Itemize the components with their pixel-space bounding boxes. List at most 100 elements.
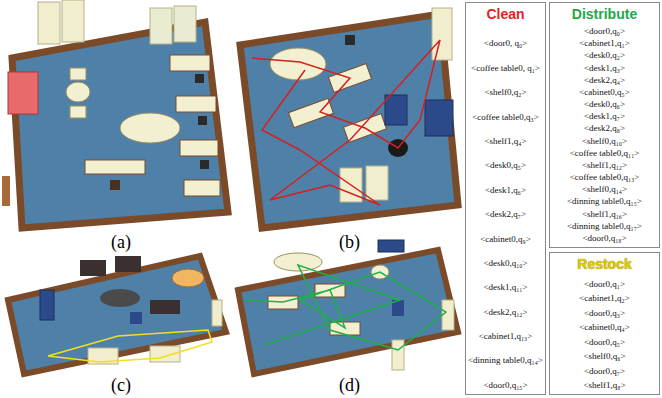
round-table — [66, 82, 90, 102]
round-table — [172, 269, 204, 287]
desk — [289, 98, 334, 127]
room-b — [240, 8, 458, 228]
task-list-box: Restock <door0,q₁> <cabinet1,q₂> <door0,q₃>… — [549, 252, 660, 395]
panel-label: (c) — [111, 375, 131, 395]
desk — [115, 256, 141, 272]
task-step: <shelf0,q₁₀> — [582, 136, 627, 146]
task-step: <desk1,q₇> — [584, 111, 625, 121]
panel-label: (a) — [111, 232, 131, 252]
room-a — [2, 0, 228, 228]
shelf — [174, 6, 196, 42]
task-list-box: Distribute <door0,q₀> <cabinet1,q₁> <desk0,… — [549, 2, 660, 248]
desk — [85, 160, 145, 174]
trajectory — [252, 40, 440, 205]
sofa — [378, 240, 404, 252]
task-step: <door0,q₁₈> — [582, 233, 626, 243]
chair — [198, 116, 207, 125]
desk — [180, 140, 218, 156]
task-step: <shelf1,q₁₂> — [582, 160, 627, 170]
task-step: <desk0,q₂> — [584, 50, 625, 60]
oval-table — [120, 113, 180, 143]
task-step: <desk1,q₆> — [485, 185, 526, 195]
panel-label: (b) — [339, 232, 360, 252]
task-step: <coffee table0,q₃> — [472, 112, 539, 122]
chair — [200, 160, 209, 169]
sofa — [385, 95, 407, 125]
oval-table — [270, 48, 326, 80]
task-heading: Distribute — [572, 6, 637, 22]
room-c — [8, 256, 226, 374]
armchair — [70, 106, 86, 118]
task-step: <desk0,q₁₀> — [483, 258, 527, 268]
task-step: <cabinet1,q₂> — [579, 293, 630, 303]
trajectory — [244, 265, 446, 350]
shelf — [62, 0, 84, 42]
desk — [184, 180, 220, 196]
shelf — [38, 2, 60, 44]
task-step: <desk0,q₆> — [584, 99, 625, 109]
task-step: <desk2,q₄> — [584, 75, 625, 85]
shelf — [432, 8, 452, 60]
task-step: <door0,q₅> — [584, 337, 625, 347]
task-step: <cabinet1,q₁₃> — [479, 331, 533, 341]
chair — [345, 35, 355, 45]
trajectory — [48, 330, 212, 362]
task-step: <cabinet1,q₁> — [579, 38, 630, 48]
chair — [110, 180, 120, 190]
task-step: <shelf1,q₁₆> — [582, 209, 627, 219]
task-step: <coffee table0, q₁> — [471, 63, 540, 73]
door — [2, 176, 10, 206]
sofa — [425, 100, 453, 136]
desk — [176, 96, 216, 112]
task-list-box: Clean <door0, q₀> <coffee table0, q₁> <shel… — [465, 2, 546, 395]
shelf — [442, 300, 454, 330]
oval-table — [274, 253, 322, 271]
task-heading: Clean — [486, 6, 524, 22]
task-step: <door0,q₁> — [584, 279, 625, 289]
room-d — [238, 240, 458, 374]
task-heading: Restock — [577, 256, 631, 272]
armchair — [70, 68, 86, 80]
floor — [238, 250, 458, 374]
task-step: <shelf1,q₄> — [484, 136, 526, 146]
shelf — [212, 300, 222, 326]
task-step: <door0,q₇> — [584, 366, 625, 376]
task-step: <desk2,q₈> — [584, 123, 625, 133]
task-step: <dinning table0,q₁₄> — [468, 355, 543, 365]
task-step: <shelf0,q₆> — [583, 351, 625, 361]
task-step: <door0,q₁₅> — [483, 380, 527, 390]
task-step: <door0,q₀> — [584, 26, 625, 36]
chair — [195, 74, 204, 83]
shelf — [150, 8, 172, 44]
sofa — [8, 72, 38, 114]
task-step: <shelf0,q₁₄> — [582, 184, 627, 194]
shelf — [392, 340, 404, 370]
task-step: <door0, q₀> — [484, 38, 527, 48]
sofa — [40, 290, 54, 320]
floor — [8, 256, 226, 374]
task-step: <desk2,q₇> — [485, 209, 526, 219]
task-step: <coffee table0,q₁₃> — [570, 172, 640, 182]
task-step: <cabinet0,q₄> — [579, 322, 630, 332]
task-step: <dinning table0,q₁₇> — [567, 221, 642, 231]
task-step: <shelf0,q₂> — [484, 87, 526, 97]
desk — [170, 55, 210, 71]
task-step: <shelf1,q₈> — [583, 380, 625, 390]
task-step: <dinning table0,q₁₅> — [567, 196, 642, 206]
shelf — [366, 166, 388, 200]
task-step: <desk0,q₅> — [485, 160, 526, 170]
desk — [150, 300, 180, 314]
armchair — [130, 312, 142, 324]
task-step: <desk1,q₃> — [584, 63, 625, 73]
floor — [240, 14, 458, 228]
task-step: <desk2,q₁₂> — [483, 307, 527, 317]
floor — [12, 22, 228, 228]
task-step: <door0,q₃> — [584, 308, 625, 318]
desk — [80, 260, 106, 276]
task-step: <cabinet0,q₉> — [480, 234, 531, 244]
oval-table — [100, 289, 140, 307]
task-step: <cabinet0,q₅> — [579, 87, 630, 97]
task-step: <desk1,q₁₁> — [483, 282, 527, 292]
panel-label: (d) — [339, 375, 360, 395]
